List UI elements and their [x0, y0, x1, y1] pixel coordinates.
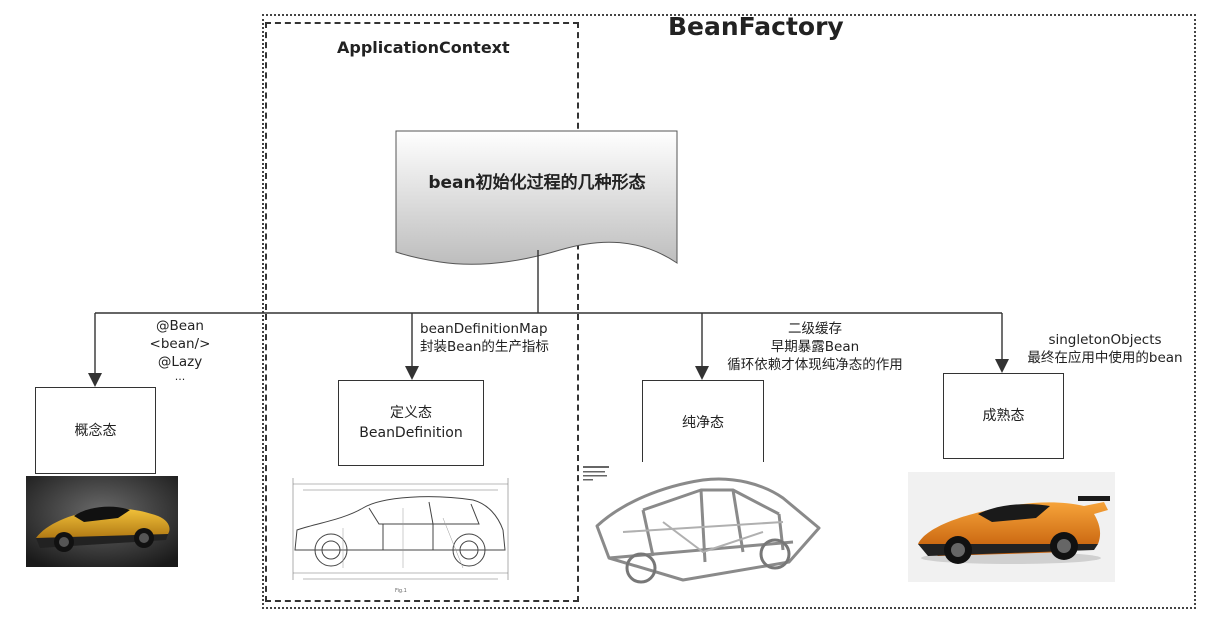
state-label: 纯净态	[682, 415, 724, 431]
pure-state-box: 纯净态	[642, 380, 764, 466]
note-line: ...	[174, 370, 186, 383]
center-document-label: bean初始化过程的几种形态	[428, 173, 646, 193]
note-line: 封装Bean的生产指标	[420, 339, 549, 355]
note-line: beanDefinitionMap	[420, 321, 548, 337]
note-line: 二级缓存	[788, 321, 842, 337]
note-line: 最终在应用中使用的bean	[1027, 350, 1183, 366]
definition-state-box: 定义态 BeanDefinition	[338, 380, 484, 466]
concept-state-note: @Bean <bean/> @Lazy ...	[140, 317, 220, 383]
svg-text:Fig.1: Fig.1	[395, 588, 407, 594]
note-line: 早期暴露Bean	[770, 339, 860, 355]
note-line: singletonObjects	[1048, 332, 1162, 348]
car-blueprint-drawing-icon: Fig.1	[283, 468, 520, 596]
application-context-title: ApplicationContext	[337, 38, 510, 57]
definition-state-note: beanDefinitionMap 封装Bean的生产指标	[420, 320, 580, 356]
note-line: 循环依赖才体现纯净态的作用	[727, 357, 903, 373]
bean-factory-frame	[262, 14, 1196, 609]
application-context-frame	[265, 22, 579, 602]
note-line: @Bean	[156, 318, 204, 334]
pure-state-note: 二级缓存 早期暴露Bean 循环依赖才体现纯净态的作用	[700, 320, 930, 374]
mature-state-box: 成熟态	[943, 373, 1064, 459]
sports-car-photo-icon	[26, 476, 178, 567]
orange-supercar-photo-icon	[908, 472, 1115, 582]
car-body-frame-icon	[583, 462, 827, 597]
state-label: 定义态	[390, 405, 432, 421]
state-label: 成熟态	[982, 408, 1025, 424]
note-line: @Lazy	[157, 354, 203, 370]
note-line: <bean/>	[149, 336, 211, 352]
bean-factory-title: BeanFactory	[668, 12, 844, 41]
state-label: 概念态	[74, 422, 117, 439]
mature-state-note: singletonObjects 最终在应用中使用的bean	[1010, 331, 1200, 367]
state-label: BeanDefinition	[359, 425, 463, 441]
concept-state-box: 概念态	[35, 387, 156, 474]
center-document-shape	[395, 130, 678, 265]
